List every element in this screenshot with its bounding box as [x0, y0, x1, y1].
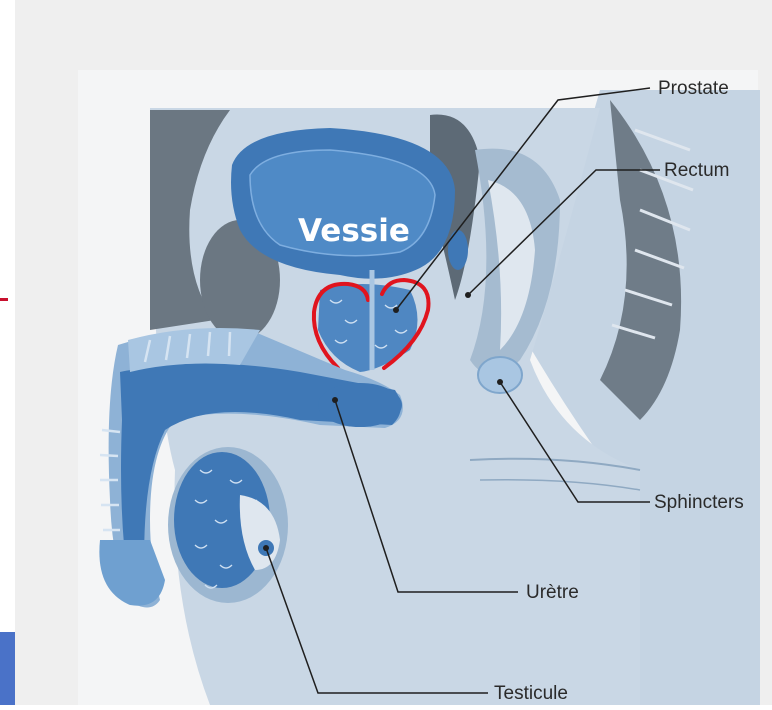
side-tab [0, 632, 15, 705]
seminal-vesicle [448, 230, 468, 270]
rectum-label: Rectum [664, 161, 729, 180]
uretre-label: Urètre [526, 583, 579, 602]
vessie-label: Vessie [298, 216, 410, 247]
testicule-label: Testicule [494, 684, 568, 703]
bulb-of-penis [318, 383, 402, 427]
prostate-label: Prostate [658, 79, 729, 98]
sphincters-label: Sphincters [654, 493, 744, 512]
sphincter-organ [478, 357, 522, 393]
side-marker [0, 298, 8, 301]
